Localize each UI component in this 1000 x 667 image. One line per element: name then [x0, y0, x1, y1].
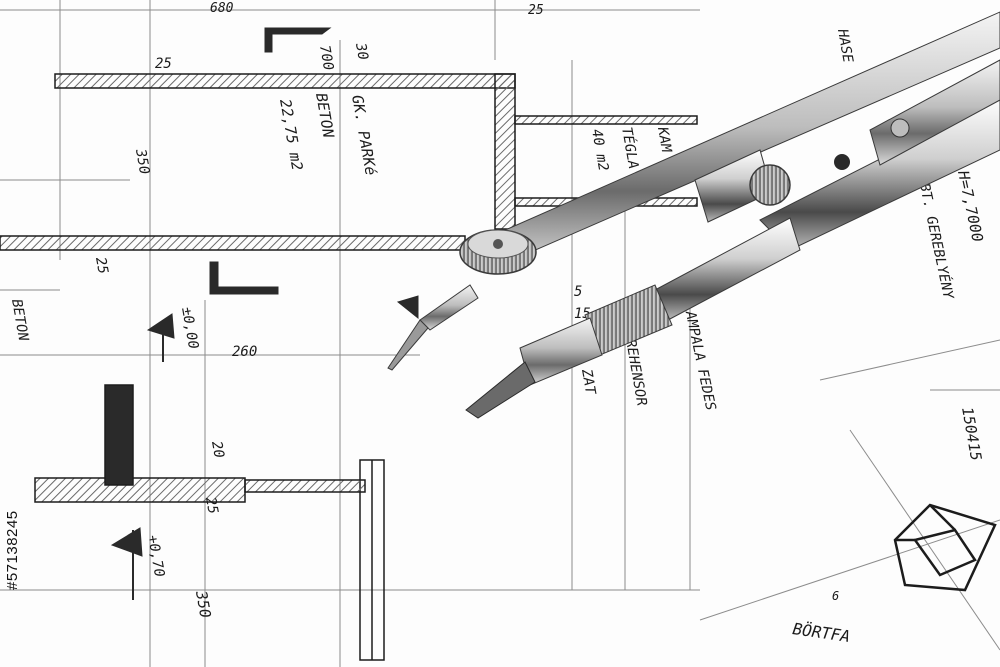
label-20: 20 — [208, 440, 227, 459]
label-gereblyeny: ABT. GEREBLYÉNY — [914, 172, 957, 302]
compass-adjust-wheel — [749, 164, 791, 206]
blueprint-symbols — [110, 27, 419, 600]
blueprint-walls — [0, 73, 698, 661]
label-lampala-fedes: LAMPALA FEDES — [680, 302, 718, 413]
label-700: 700 — [316, 44, 336, 72]
label-hasab: HASE — [834, 27, 856, 65]
label-40m2: 40 m2 — [588, 128, 611, 172]
label-beton-side: BETON — [8, 298, 31, 343]
label-p-070: +0,70 — [144, 534, 167, 578]
label-tegla: TÉGLA — [618, 126, 642, 170]
label-150415: 150415 — [958, 406, 985, 462]
label-kam: KAM — [654, 125, 674, 154]
label-260: 260 — [232, 344, 257, 360]
label-6: 6 — [832, 589, 839, 603]
label-680: 680 — [210, 1, 234, 16]
label-gk-parketta: GK. PARKé — [348, 94, 380, 177]
stock-image-id: #57138245 — [4, 510, 21, 590]
label-area-22-75: 22,75 m2 — [276, 98, 306, 172]
label-5: 5 — [574, 284, 582, 300]
label-pm-000: ±0,00 — [178, 306, 201, 350]
label-25-b: 25 — [92, 256, 111, 275]
label-350-a: 350 — [132, 147, 152, 176]
drafting-compass-upper — [387, 11, 1000, 371]
label-bortfa: BÖRTFA — [791, 619, 851, 646]
pen-nib — [465, 361, 536, 419]
label-h-7700: H=7,7000 — [954, 168, 987, 243]
label-350-b: 350 — [192, 589, 215, 620]
label-25-a: 25 — [155, 56, 172, 72]
label-rehensor: REHENSOR — [622, 338, 649, 407]
label-zat: ZAT — [578, 367, 599, 397]
label-25-c: 25 — [202, 496, 221, 515]
label-30: 30 — [352, 41, 371, 61]
label-25-top: 25 — [528, 3, 544, 18]
label-beton: BETON — [312, 92, 338, 141]
drafting-compass-lower — [465, 59, 1000, 419]
skylight-symbol — [893, 503, 997, 592]
